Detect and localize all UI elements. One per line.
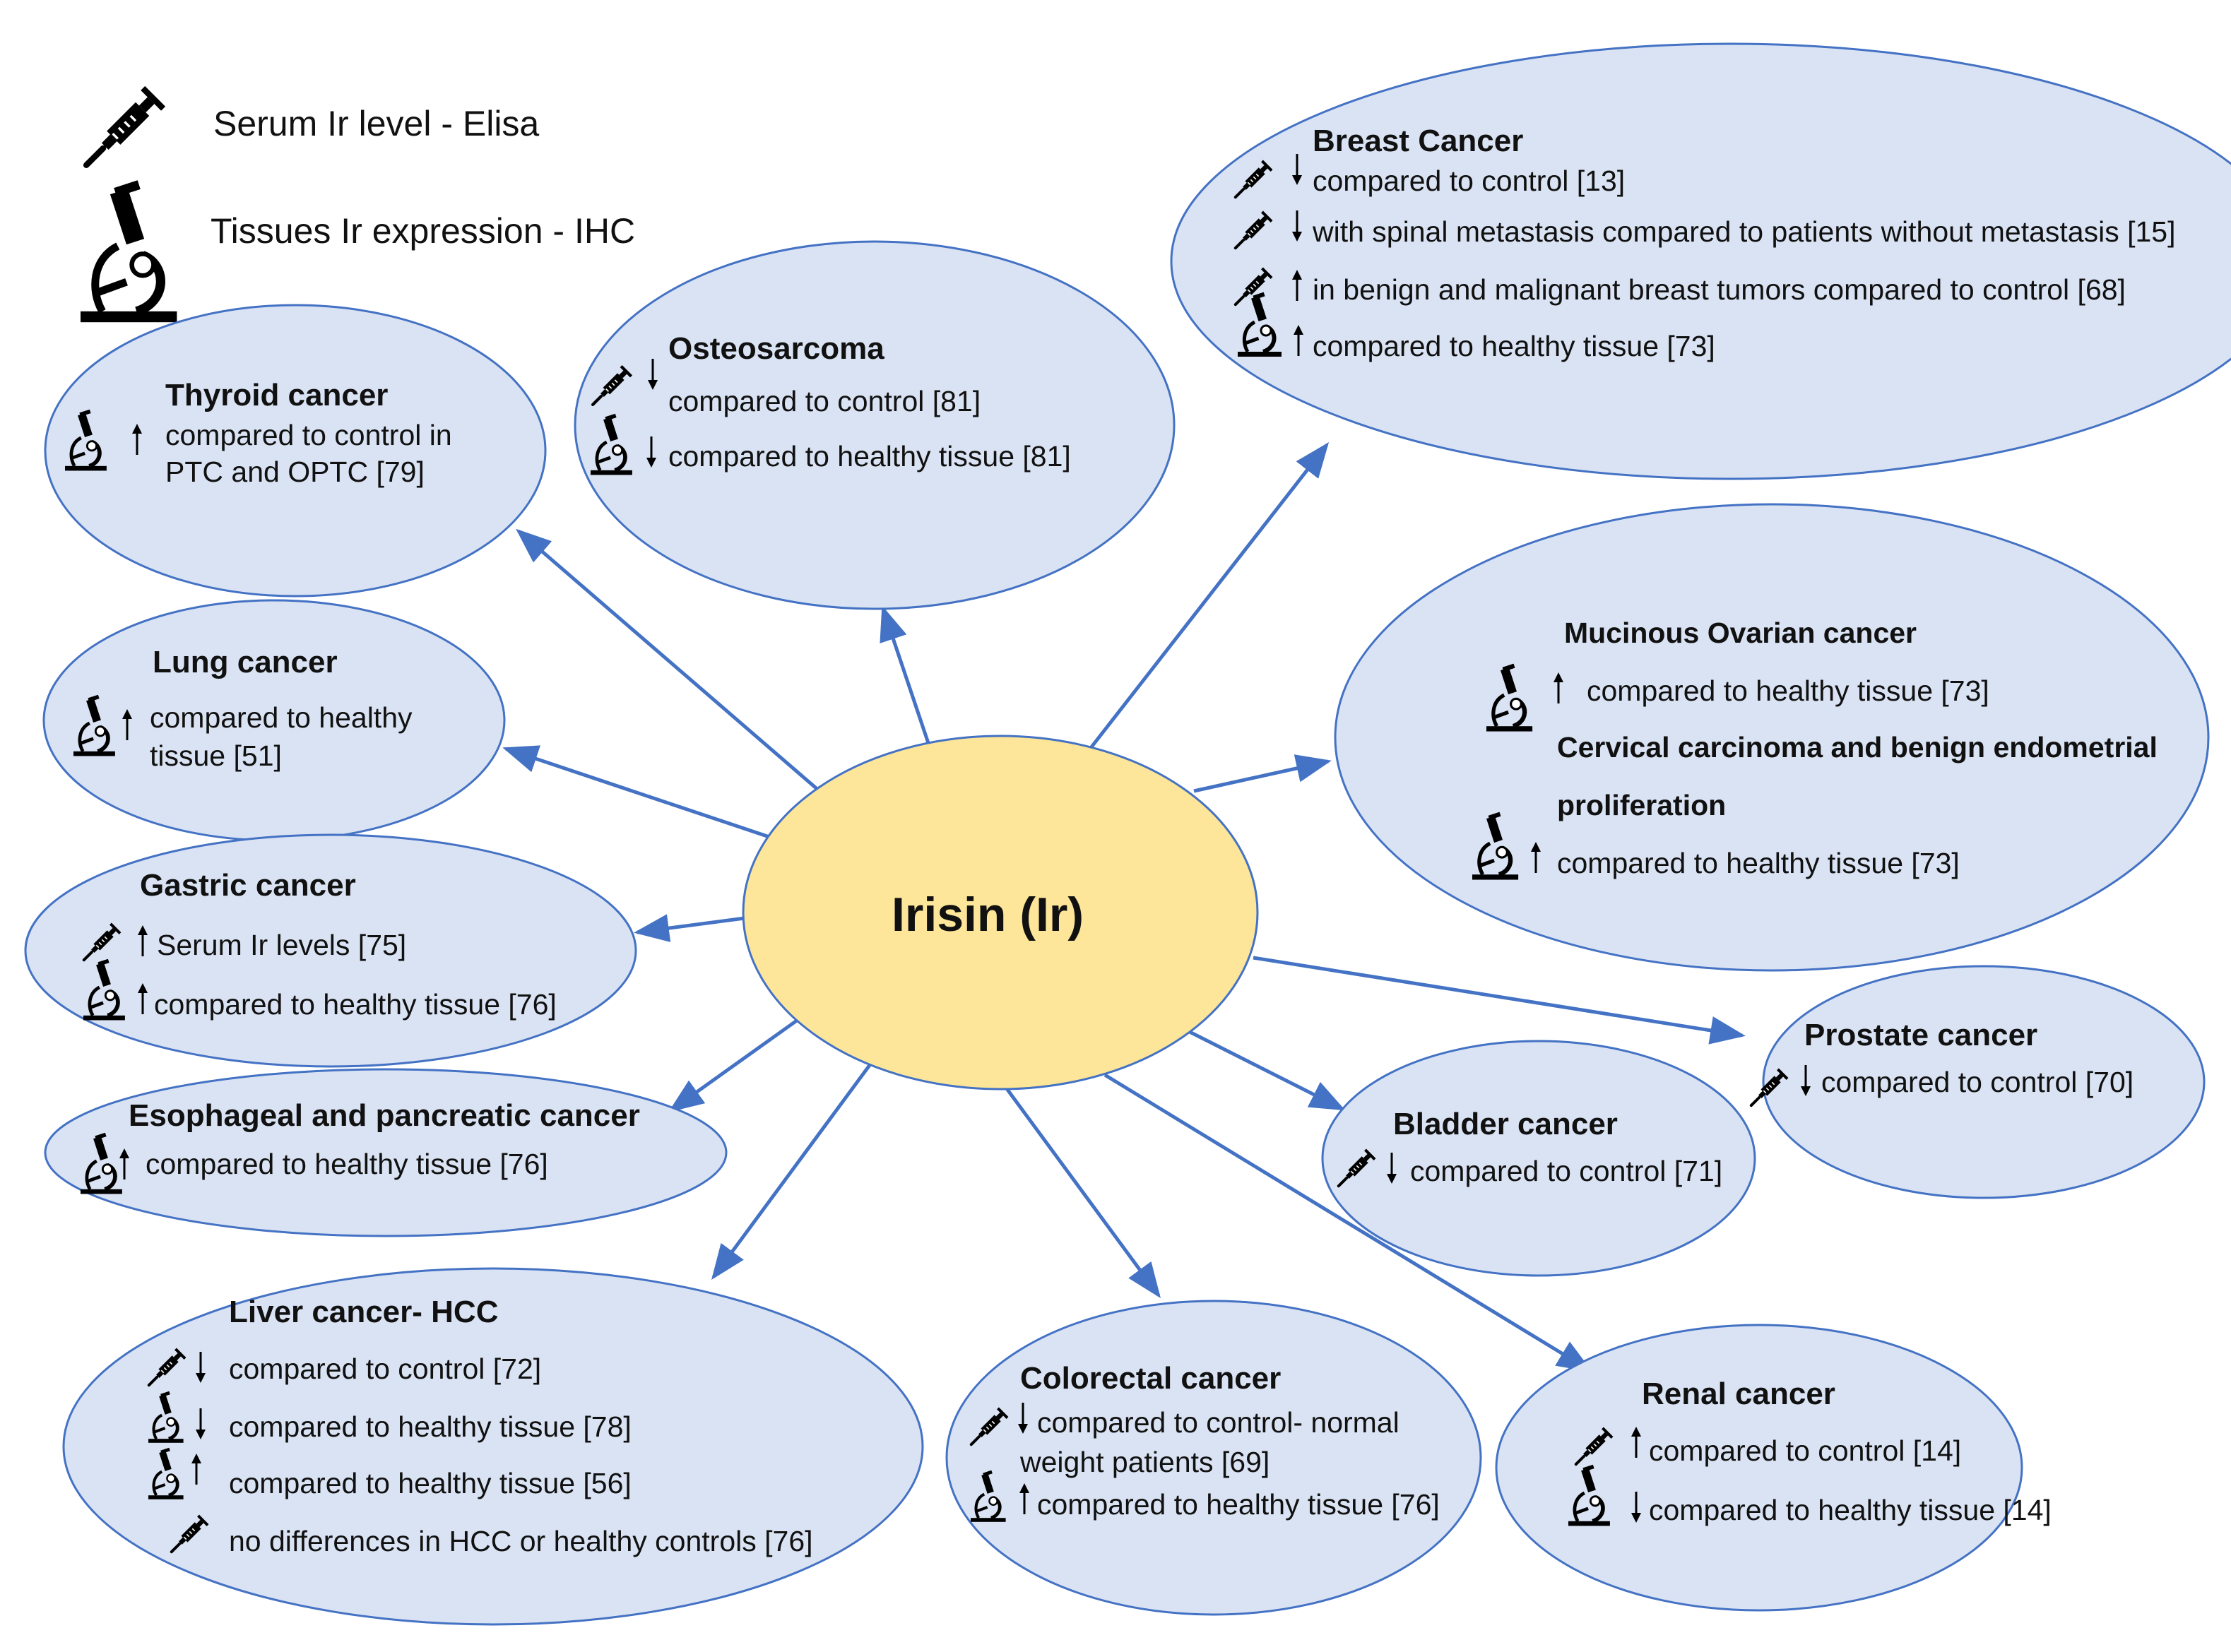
node-ovarian-cervical: Mucinous Ovarian cancer compared to heal…: [1334, 503, 2210, 972]
thyroid-line-1: compared to control in: [165, 419, 452, 451]
arrow-liver: [711, 1061, 874, 1280]
bladder-title: Bladder cancer: [1393, 1107, 1618, 1141]
breast-line-1: compared to control [13]: [1313, 165, 1625, 197]
liver-title: Liver cancer- HCC: [229, 1295, 498, 1329]
gastric-line-1: Serum Ir levels [75]: [157, 929, 406, 961]
node-breast: Breast Cancer compared to control [13] w…: [1170, 42, 2231, 480]
bladder-line-1: compared to control [71]: [1410, 1155, 1722, 1187]
arrow-breast: [1087, 442, 1330, 753]
renal-line-2: compared to healthy tissue [14]: [1649, 1494, 2052, 1526]
liver-line-3: compared to healthy tissue [56]: [229, 1467, 632, 1499]
liver-line-4: no differences in HCC or healthy control…: [229, 1525, 813, 1557]
node-esophageal: Esophageal and pancreatic cancer compare…: [44, 1068, 728, 1237]
arrow-ovarian: [1193, 754, 1332, 793]
node-gastric: Gastric cancer Serum Ir levels [75] comp…: [24, 833, 637, 1068]
breast-line-3: in benign and malignant breast tumors co…: [1313, 273, 2126, 306]
gastric-line-2: compared to healthy tissue [76]: [154, 988, 557, 1021]
esophageal-title: Esophageal and pancreatic cancer: [129, 1098, 640, 1133]
connector-arrows: [502, 442, 1746, 1372]
legend: Serum Ir level - Elisa Tissues Ir expres…: [81, 86, 635, 322]
node-liver: Liver cancer- HCC compared to control [7…: [62, 1267, 924, 1626]
node-thyroid: Thyroid cancer compared to control in PT…: [44, 304, 547, 598]
osteosarcoma-line-1: compared to control [81]: [668, 385, 981, 417]
prostate-line-1: compared to control [70]: [1821, 1066, 2134, 1098]
breast-line-4: compared to healthy tissue [73]: [1313, 330, 1715, 362]
arrow-renal: [1103, 1073, 1593, 1372]
liver-line-2: compared to healthy tissue [78]: [229, 1410, 632, 1443]
center-node: Irisin (Ir): [742, 735, 1259, 1091]
cervical-title-1: Cervical carcinoma and benign endometria…: [1557, 731, 2158, 763]
thyroid-title: Thyroid cancer: [165, 378, 388, 412]
node-renal: Renal cancer compared to control [14] co…: [1495, 1324, 2052, 1612]
prostate-title: Prostate cancer: [1804, 1018, 2037, 1052]
lung-title: Lung cancer: [153, 645, 338, 679]
arrow-osteosarcoma: [880, 605, 932, 748]
gastric-title: Gastric cancer: [140, 868, 356, 903]
arrow-esophageal: [668, 1016, 801, 1112]
breast-title: Breast Cancer: [1313, 124, 1523, 158]
colorectal-line-1: compared to control- normal: [1037, 1406, 1399, 1439]
thyroid-line-2: PTC and OPTC [79]: [165, 456, 425, 488]
arrow-gastric: [634, 914, 745, 942]
osteosarcoma-title: Osteosarcoma: [668, 331, 884, 366]
node-lung: Lung cancer compared to healthy tissue […: [42, 599, 506, 842]
cervical-title-2: proliferation: [1557, 789, 1726, 821]
esophageal-line-1: compared to healthy tissue [76]: [146, 1148, 548, 1180]
node-colorectal: Colorectal cancer compared to control- n…: [945, 1300, 1482, 1616]
center-label: Irisin (Ir): [892, 888, 1084, 941]
arrow-lung: [502, 745, 772, 840]
legend-syringe-label: Serum Ir level - Elisa: [213, 104, 539, 143]
cervical-line-1: compared to healthy tissue [73]: [1557, 847, 1960, 879]
arrow-thyroid: [516, 528, 821, 792]
renal-title: Renal cancer: [1642, 1377, 1835, 1411]
node-prostate: Prostate cancer compared to control [70]: [1751, 965, 2206, 1199]
node-bladder: Bladder cancer compared to control [71]: [1321, 1040, 1756, 1277]
arrow-prostate: [1253, 956, 1746, 1045]
lung-line-2: tissue [51]: [150, 739, 282, 772]
liver-line-1: compared to control [72]: [229, 1353, 541, 1385]
arrow-colorectal: [1004, 1086, 1161, 1299]
lung-line-1: compared to healthy: [150, 701, 413, 734]
osteosarcoma-line-2: compared to healthy tissue [81]: [668, 440, 1071, 473]
colorectal-line-2: weight patients [69]: [1019, 1446, 1270, 1478]
microscope-icon: [81, 180, 177, 322]
renal-line-1: compared to control [14]: [1649, 1434, 1961, 1467]
breast-line-2: with spinal metastasis compared to patie…: [1312, 215, 2175, 248]
node-osteosarcoma: Osteosarcoma compared to control [81] co…: [574, 240, 1176, 610]
ovarian-line-1: compared to healthy tissue [73]: [1587, 675, 1989, 707]
legend-microscope-label: Tissues Ir expression - IHC: [211, 211, 635, 251]
ovarian-title: Mucinous Ovarian cancer: [1564, 617, 1917, 649]
arrow-bladder: [1187, 1029, 1346, 1111]
colorectal-line-3: compared to healthy tissue [76]: [1037, 1488, 1440, 1521]
syringe-icon: [86, 86, 165, 165]
colorectal-title: Colorectal cancer: [1020, 1361, 1281, 1396]
